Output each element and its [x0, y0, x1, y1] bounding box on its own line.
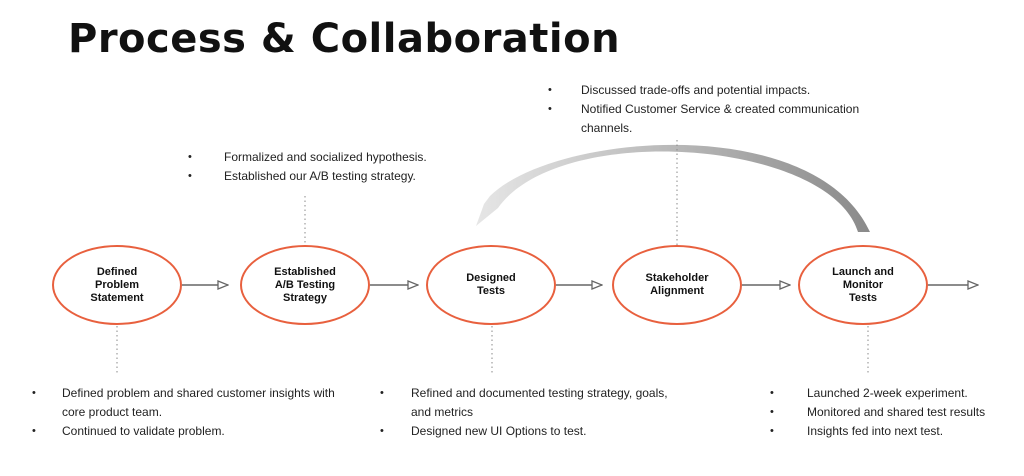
step-node-launch-monitor: Launch and Monitor Tests: [798, 245, 928, 325]
note-item: Defined problem and shared customer insi…: [32, 384, 352, 422]
note-item: Insights fed into next test.: [770, 422, 1020, 441]
step-node-defined-problem: Defined Problem Statement: [52, 245, 182, 325]
notes-stakeholder-alignment: Discussed trade-offs and potential impac…: [548, 81, 868, 138]
dotted-leaders: [116, 140, 869, 374]
note-item: Designed new UI Options to test.: [380, 422, 680, 441]
notes-defined-problem: Defined problem and shared customer insi…: [32, 384, 352, 441]
notes-launch-monitor: Launched 2-week experiment. Monitored an…: [770, 384, 1020, 441]
note-item: Monitored and shared test results: [770, 403, 1020, 422]
step-node-designed-tests: Designed Tests: [426, 245, 556, 325]
notes-designed-tests: Refined and documented testing strategy,…: [380, 384, 680, 441]
note-item: Launched 2-week experiment.: [770, 384, 1020, 403]
note-item: Formalized and socialized hypothesis.: [188, 148, 488, 167]
step-node-stakeholder-alignment: Stakeholder Alignment: [612, 245, 742, 325]
page-title: Process & Collaboration: [68, 16, 621, 62]
feedback-loop-arrow: [476, 144, 870, 232]
note-item: Notified Customer Service & created comm…: [548, 100, 868, 138]
note-item: Discussed trade-offs and potential impac…: [548, 81, 868, 100]
note-item: Refined and documented testing strategy,…: [380, 384, 680, 422]
note-item: Continued to validate problem.: [32, 422, 352, 441]
step-node-ab-testing-strategy: Established A/B Testing Strategy: [240, 245, 370, 325]
notes-ab-testing-strategy: Formalized and socialized hypothesis. Es…: [188, 148, 488, 186]
note-item: Established our A/B testing strategy.: [188, 167, 488, 186]
